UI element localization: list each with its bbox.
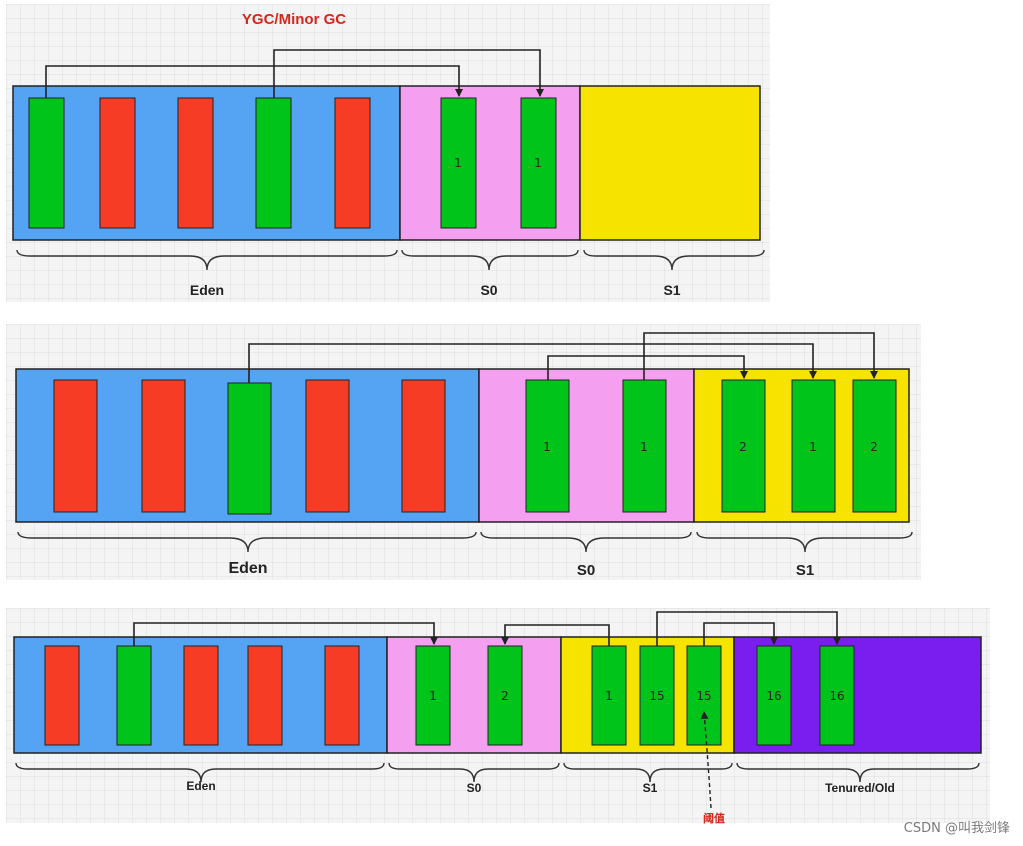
heap-panel-2: 1 1 2 1 2 Eden S0 S1 xyxy=(15,332,913,579)
object-block xyxy=(440,97,477,229)
heap-panel-3: 1 2 1 15 15 16 16 Eden S0 S1 Tenured/Old… xyxy=(13,611,982,825)
region-brace xyxy=(15,762,385,783)
object-block xyxy=(487,645,523,746)
object-age: 2 xyxy=(870,440,878,454)
eden-label: Eden xyxy=(228,560,267,577)
object-block xyxy=(525,379,570,513)
threshold-arrow xyxy=(700,711,712,809)
object-block xyxy=(819,645,855,746)
object-block xyxy=(255,97,292,229)
s0-label: S0 xyxy=(467,781,482,795)
object-age: 1 xyxy=(543,440,551,454)
object-block xyxy=(622,379,667,513)
region-brace xyxy=(401,249,579,271)
region-brace xyxy=(696,531,913,553)
object-age: 1 xyxy=(640,440,648,454)
object-block xyxy=(756,645,792,746)
object-block xyxy=(334,97,371,229)
object-block xyxy=(305,379,350,513)
object-block xyxy=(520,97,557,229)
promote-arrow xyxy=(703,622,778,646)
copy-arrow xyxy=(45,65,463,98)
watermark: CSDN @叫我剑锋 xyxy=(904,820,1010,836)
object-block xyxy=(141,379,186,513)
heap-panel-1: 1 1 Eden S0 S1 xyxy=(12,49,765,298)
object-block xyxy=(721,379,766,513)
region-brace xyxy=(736,762,980,783)
tenured-label: Tenured/Old xyxy=(825,781,895,795)
object-age: 1 xyxy=(809,440,817,454)
eden-label: Eden xyxy=(186,779,215,793)
object-block xyxy=(53,379,98,513)
promote-arrow xyxy=(656,611,841,646)
s1-label: S1 xyxy=(643,781,658,795)
object-block xyxy=(116,645,152,746)
eden-label: Eden xyxy=(190,282,224,298)
object-block xyxy=(177,97,214,229)
copy-arrow xyxy=(248,343,817,383)
object-age: 1 xyxy=(605,689,613,703)
object-block xyxy=(227,382,272,515)
s1-label: S1 xyxy=(663,282,680,298)
object-block xyxy=(639,645,675,746)
s1-label: S1 xyxy=(796,562,814,579)
object-block xyxy=(28,97,65,229)
object-block xyxy=(852,379,897,513)
diagram-title: YGC/Minor GC xyxy=(242,11,346,28)
threshold-label: 阈值 xyxy=(703,811,725,825)
region-brace xyxy=(17,531,477,553)
object-age: 16 xyxy=(766,689,781,703)
copy-arrow xyxy=(547,355,748,380)
region-brace xyxy=(480,531,692,553)
s0-label: S0 xyxy=(480,282,497,298)
region-brace xyxy=(388,762,560,783)
object-block xyxy=(324,645,360,746)
object-age: 16 xyxy=(829,689,844,703)
copy-arrow xyxy=(643,332,878,380)
object-age: 15 xyxy=(649,689,664,703)
object-block xyxy=(686,645,722,746)
s0-region xyxy=(386,636,562,754)
object-block xyxy=(183,645,219,746)
object-block xyxy=(791,379,836,513)
object-age: 2 xyxy=(501,689,509,703)
region-brace xyxy=(16,249,398,271)
region-brace xyxy=(583,249,765,271)
copy-arrow xyxy=(273,49,544,98)
object-block xyxy=(99,97,136,229)
object-block xyxy=(415,645,451,746)
object-age: 2 xyxy=(739,440,747,454)
copy-arrow xyxy=(501,624,610,646)
object-block xyxy=(44,645,80,746)
object-age: 1 xyxy=(534,156,542,170)
region-brace xyxy=(563,762,733,783)
copy-arrow xyxy=(133,622,438,646)
object-age: 1 xyxy=(429,689,437,703)
s1-region xyxy=(579,85,761,241)
object-block xyxy=(247,645,283,746)
object-age: 1 xyxy=(454,156,462,170)
object-block xyxy=(401,379,446,513)
object-age: 15 xyxy=(696,689,711,703)
s0-label: S0 xyxy=(577,562,595,579)
